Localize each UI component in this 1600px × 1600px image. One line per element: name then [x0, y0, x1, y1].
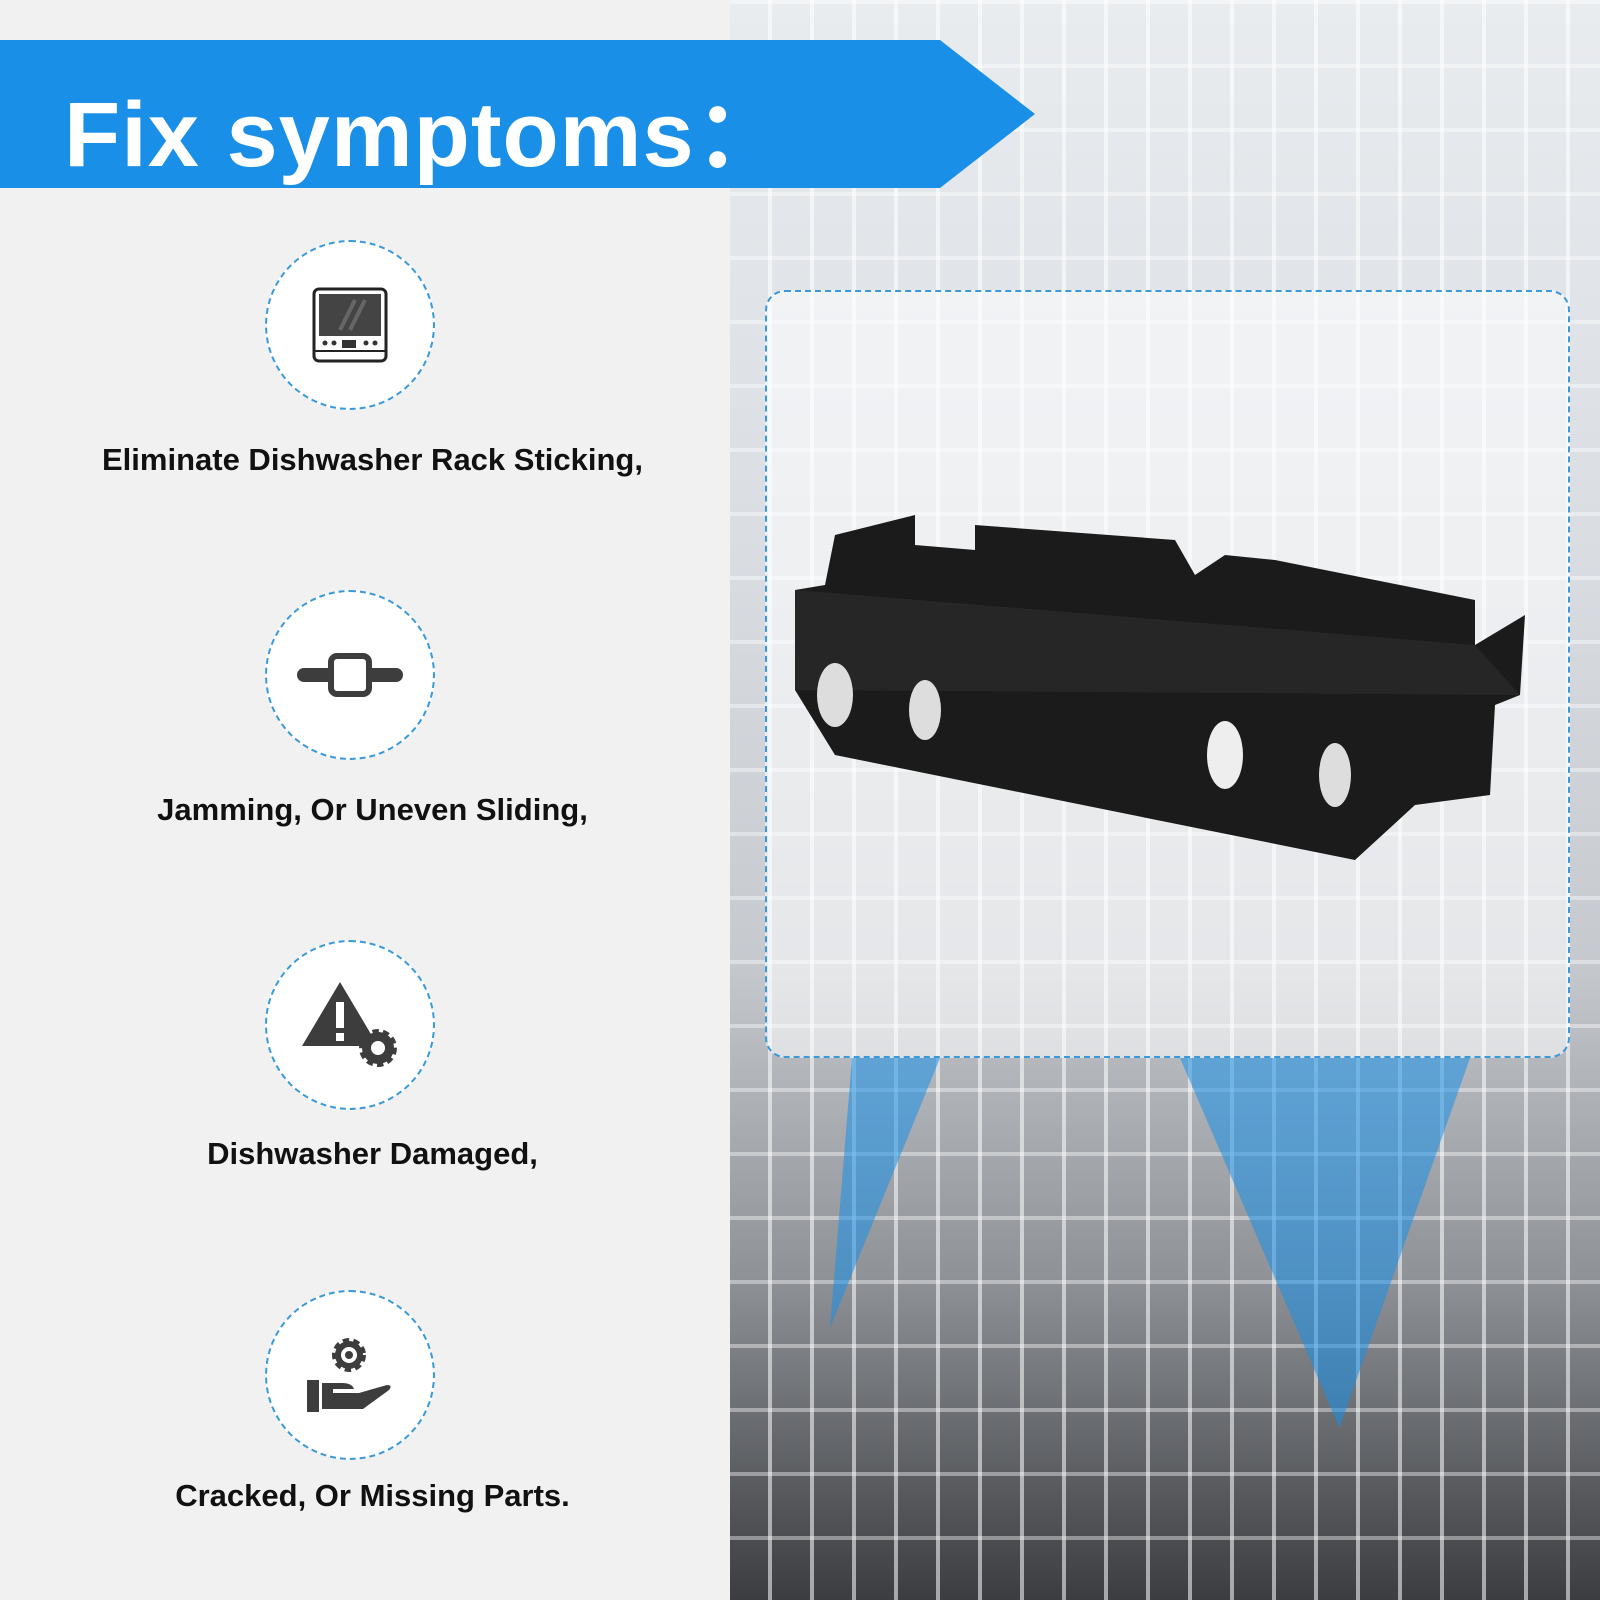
symptom-label: Cracked, Or Missing Parts. — [175, 1478, 570, 1513]
hand-gear-icon — [265, 1290, 435, 1460]
dishwasher-icon — [265, 240, 435, 410]
slider-icon — [265, 590, 435, 760]
rack-roller-part-image — [795, 515, 1525, 860]
symptom-label: Eliminate Dishwasher Rack Sticking, — [102, 442, 643, 477]
symptom-label: Jamming, Or Uneven Sliding, — [157, 792, 588, 827]
page-title: Fix symptoms： — [64, 84, 788, 186]
symptom-label: Dishwasher Damaged, — [207, 1136, 538, 1171]
title-banner: Fix symptoms： — [0, 40, 1035, 188]
warning-gear-icon — [265, 940, 435, 1110]
